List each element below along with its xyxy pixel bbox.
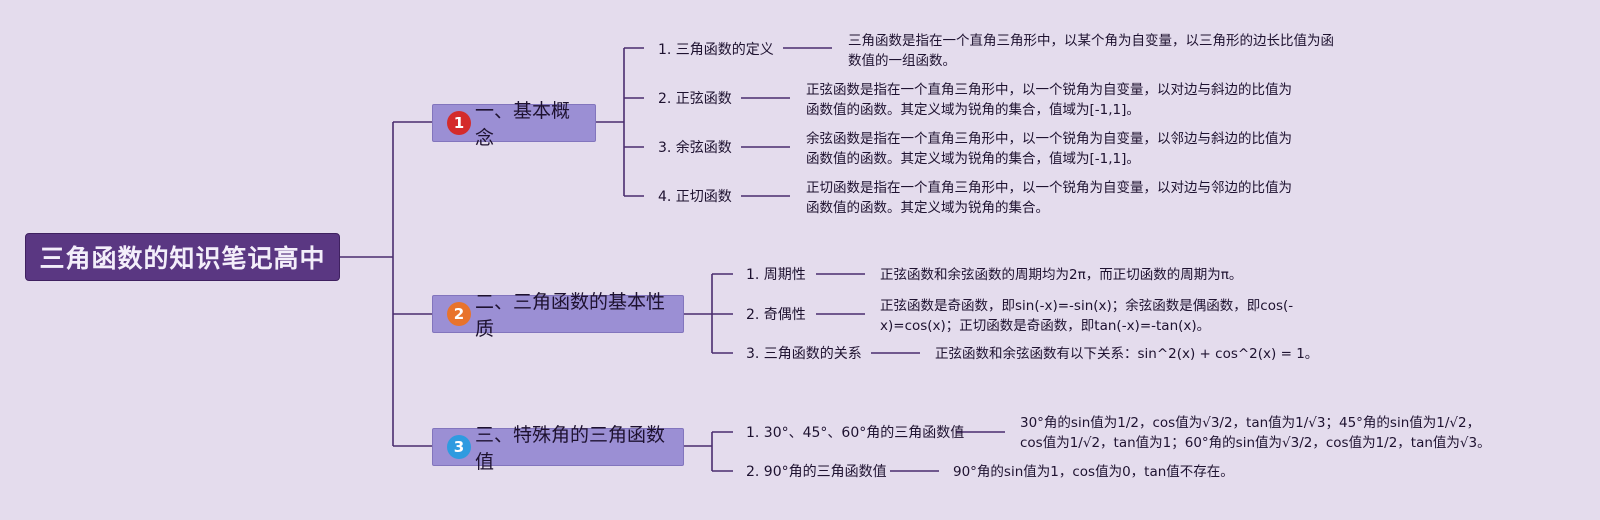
root-label: 三角函数的知识笔记高中 xyxy=(39,244,326,273)
number-badge-2: 2 xyxy=(447,302,471,326)
topic-relations[interactable]: 3. 三角函数的关系 xyxy=(746,346,862,362)
category-node-basic-properties[interactable]: 2 二、三角函数的基本性质 xyxy=(432,291,684,340)
category-node-basic-concepts[interactable]: 1 一、基本概念 xyxy=(432,100,596,149)
topic-tangent-text: 正切函数是指在一个直角三角形中，以一个锐角为自变量，以对边与邻边的比值为函数值的… xyxy=(806,180,1292,216)
topic-parity-text: 正弦函数是奇函数，即sin(-x)=-sin(x)；余弦函数是偶函数，即cos(… xyxy=(880,298,1294,334)
root-node[interactable]: 三角函数的知识笔记高中 xyxy=(25,233,340,281)
category-label: 二、三角函数的基本性质 xyxy=(475,291,666,340)
topic-30-45-60-angles[interactable]: 1. 30°、45°、60°角的三角函数值 xyxy=(746,425,965,441)
topic-definition[interactable]: 1. 三角函数的定义 xyxy=(658,42,774,58)
topic-relations-text: 正弦函数和余弦函数有以下关系：sin^2(x) + cos^2(x) = 1。 xyxy=(935,346,1319,362)
topic-tangent[interactable]: 4. 正切函数 xyxy=(658,189,732,205)
category-node-special-angles[interactable]: 3 三、特殊角的三角函数值 xyxy=(432,424,684,473)
topic-parity[interactable]: 2. 奇偶性 xyxy=(746,307,806,323)
topic-30-45-60-angles-text: 30°角的sin值为1/2，cos值为√3/2，tan值为1/√3；45°角的s… xyxy=(1020,415,1491,451)
topic-periodicity[interactable]: 1. 周期性 xyxy=(746,267,806,283)
topic-90-angle-text: 90°角的sin值为1，cos值为0，tan值不存在。 xyxy=(953,464,1234,480)
topic-sine[interactable]: 2. 正弦函数 xyxy=(658,91,732,107)
topic-cosine[interactable]: 3. 余弦函数 xyxy=(658,140,732,156)
number-badge-3: 3 xyxy=(447,435,471,459)
topic-periodicity-text: 正弦函数和余弦函数的周期均为2π，而正切函数的周期为π。 xyxy=(880,267,1243,283)
category-label: 一、基本概念 xyxy=(475,100,571,149)
topic-90-angle[interactable]: 2. 90°角的三角函数值 xyxy=(746,464,887,480)
number-badge-1: 1 xyxy=(447,111,471,135)
category-label: 三、特殊角的三角函数值 xyxy=(475,424,666,473)
topic-sine-text: 正弦函数是指在一个直角三角形中，以一个锐角为自变量，以对边与斜边的比值为函数值的… xyxy=(806,82,1292,118)
topic-definition-text: 三角函数是指在一个直角三角形中，以某个角为自变量，以三角形的边长比值为函数值的一… xyxy=(848,33,1334,69)
topic-cosine-text: 余弦函数是指在一个直角三角形中，以一个锐角为自变量，以邻边与斜边的比值为函数值的… xyxy=(806,131,1292,167)
